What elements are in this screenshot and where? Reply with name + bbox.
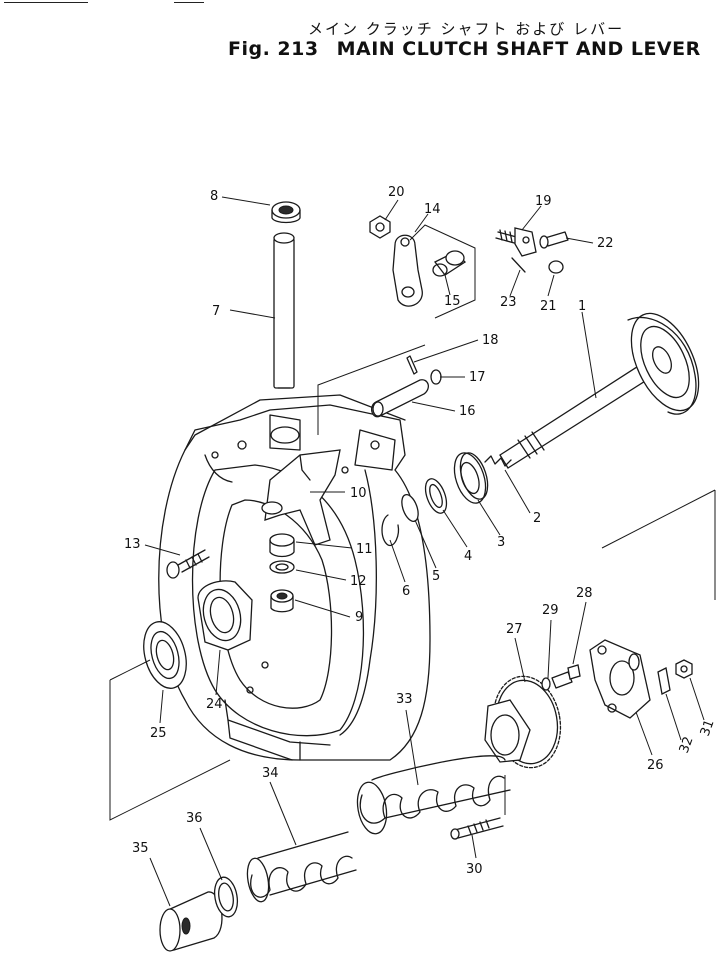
callout-20: 20 (388, 185, 405, 200)
callout-13: 13 (124, 537, 141, 552)
callout-32: 32 (677, 735, 697, 756)
callout-2: 2 (533, 511, 541, 526)
part-27-gear (484, 675, 562, 769)
part-24-bearing-cage (197, 580, 253, 651)
callout-1: 1 (578, 299, 586, 314)
part-18-spring-pin (406, 355, 418, 375)
clutch-housing (158, 394, 431, 761)
part-6-snap-ring (381, 514, 400, 547)
callout-6: 6 (402, 584, 410, 599)
callout-35: 35 (132, 841, 149, 856)
callout-7: 7 (212, 304, 220, 319)
callout-11: 11 (356, 542, 373, 557)
part-14-lever (392, 234, 423, 307)
part-19-yoke (495, 227, 537, 257)
callout-8: 8 (210, 189, 218, 204)
part-7-rod (273, 232, 295, 389)
callout-18: 18 (482, 333, 499, 348)
part-35-spring-seat (159, 891, 223, 952)
part-31-nut (675, 659, 693, 679)
callout-15: 15 (444, 294, 461, 309)
part-28-bolt (551, 664, 581, 689)
top-rule-left (4, 2, 88, 3)
callout-19: 19 (535, 194, 552, 209)
assembly-guide-lines (109, 224, 716, 821)
part-13-bolt (166, 549, 210, 579)
figure-title-japanese: メイン クラッチ シャフト および レバー (308, 20, 625, 38)
part-25-bearing (143, 621, 187, 689)
part-2-spring (484, 455, 512, 467)
part-3-bearing (453, 452, 489, 504)
callout-3: 3 (497, 535, 505, 550)
callout-28: 28 (576, 586, 593, 601)
callout-36: 36 (186, 811, 203, 826)
part-26-flange-bracket (589, 639, 651, 719)
callout-10: 10 (350, 486, 367, 501)
leader-lines (144, 196, 705, 907)
part-34-small-spring (246, 831, 357, 903)
part-8-needle-bearing (271, 201, 301, 224)
part-15-bushing (432, 250, 467, 277)
callout-23: 23 (500, 295, 517, 310)
figure-number: Fig. 213 (228, 38, 319, 60)
callout-9: 9 (355, 610, 363, 625)
part-5-washer (401, 493, 419, 523)
callout-17: 17 (469, 370, 486, 385)
callout-14: 14 (424, 202, 441, 217)
part-9-bushing (270, 589, 294, 613)
callout-16: 16 (459, 404, 476, 419)
part-11-bushing (269, 533, 295, 558)
part-33-large-spring (356, 755, 511, 835)
part-17-snap-ring (430, 369, 442, 385)
callout-34: 34 (262, 766, 279, 781)
callout-5: 5 (432, 569, 440, 584)
callout-21: 21 (540, 299, 557, 314)
part-20-nut (369, 215, 391, 239)
part-32-lock-plate (657, 667, 671, 695)
part-10-fork-lever (261, 449, 341, 546)
part-30-stud-bolt (450, 817, 504, 840)
part-23-cotter-pin (511, 257, 526, 273)
callout-25: 25 (150, 726, 167, 741)
part-12-washer (269, 560, 295, 574)
part-1-main-clutch-shaft (499, 312, 700, 469)
callout-29: 29 (542, 603, 559, 618)
part-16-pin (370, 379, 430, 418)
figure-title: Fig. 213 MAIN CLUTCH SHAFT AND LEVER (228, 38, 701, 60)
part-31-nut-hole (680, 665, 688, 673)
top-rule-right (174, 2, 204, 3)
callout-30: 30 (466, 862, 483, 877)
callout-labels: 1 2 3 4 5 6 7 8 9 10 11 12 13 14 15 16 1… (124, 185, 718, 877)
callout-4: 4 (464, 549, 472, 564)
part-4-ring (424, 478, 448, 514)
callout-31: 31 (698, 718, 718, 739)
callout-33: 33 (396, 692, 413, 707)
callout-12: 12 (350, 574, 367, 589)
part-22-pin (539, 231, 569, 249)
part-29-washer (541, 677, 551, 691)
callout-22: 22 (597, 236, 614, 251)
part-21-washer (548, 260, 564, 274)
callout-24: 24 (206, 697, 223, 712)
figure-title-text: MAIN CLUTCH SHAFT AND LEVER (336, 38, 701, 60)
part-36-ring-inner (218, 882, 234, 912)
callout-26: 26 (647, 758, 664, 773)
part-4-ring-inner (429, 483, 443, 509)
callout-27: 27 (506, 622, 523, 637)
